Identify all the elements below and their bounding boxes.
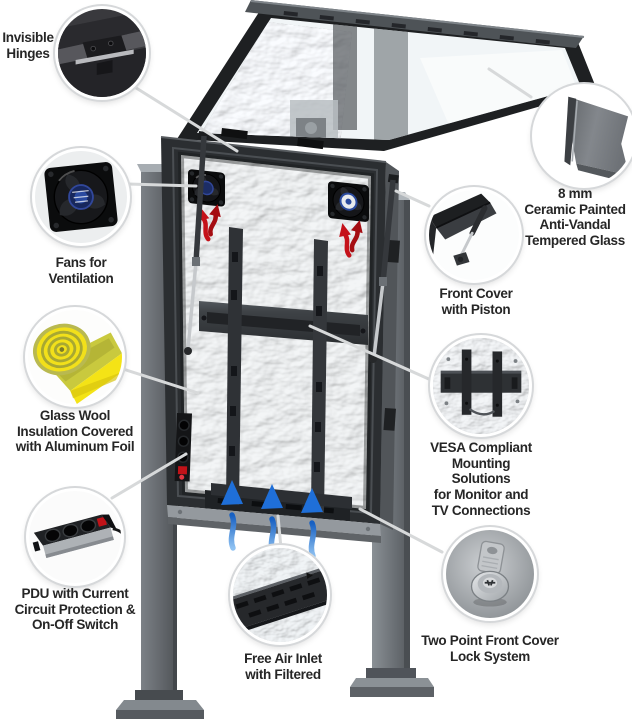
leader-line bbox=[126, 182, 198, 188]
hinge-bracket bbox=[297, 138, 324, 150]
label-line: Insulation Covered bbox=[16, 423, 134, 439]
leader-line bbox=[487, 67, 533, 99]
label-line: Circuit Protection & bbox=[14, 601, 136, 617]
label-line: Lock System bbox=[450, 648, 530, 664]
hinge-bracket bbox=[221, 128, 248, 140]
leader-line bbox=[131, 84, 239, 153]
label-lock: Two Point Front Cover Lock System bbox=[415, 633, 565, 664]
label-vesa: VESA Compliant Mounting Solutions for Mo… bbox=[421, 440, 541, 518]
label-line: Two Point Front Cover bbox=[421, 633, 559, 648]
callout-vesa-circle bbox=[430, 335, 532, 437]
label-line: PDU with Current bbox=[21, 586, 129, 601]
label-line: Ceramic Painted bbox=[524, 201, 626, 217]
callout-hinges-circle bbox=[55, 6, 149, 100]
label-line: with Filtered bbox=[245, 666, 321, 682]
top-vent-cap bbox=[245, 0, 585, 48]
leader-line bbox=[110, 452, 188, 500]
label-pdu: PDU with Current Circuit Protection & On… bbox=[0, 586, 150, 633]
ventilation-fan-icon bbox=[35, 151, 127, 243]
pdu-unit bbox=[174, 412, 192, 482]
label-air-inlet: Free Air Inlet with Filtered bbox=[220, 651, 346, 682]
callout-glasswool-circle bbox=[25, 307, 125, 407]
label-line: Ventilation bbox=[48, 270, 114, 286]
tempered-glass-icon bbox=[535, 87, 632, 185]
callout-pdu-circle bbox=[26, 488, 124, 586]
callout-airinlet-circle bbox=[230, 545, 330, 645]
label-line: Glass Wool bbox=[39, 408, 111, 423]
label-line: Hinges bbox=[6, 45, 50, 61]
label-line: Anti-Vandal bbox=[539, 217, 611, 233]
callout-glass8mm-circle bbox=[532, 84, 632, 188]
piston-right bbox=[369, 174, 399, 363]
label-tempered-glass: 8 mm Ceramic Painted Anti-Vandal Tempere… bbox=[518, 186, 632, 249]
leader-line bbox=[276, 514, 283, 550]
label-line: Tempered Glass bbox=[525, 232, 625, 248]
vesa-mount-icon bbox=[433, 338, 529, 434]
label-line: Front Cover bbox=[439, 286, 513, 301]
leader-lines bbox=[110, 67, 533, 554]
vesa-mount bbox=[199, 227, 368, 513]
piston-left bbox=[184, 131, 209, 355]
invisible-hinges-icon bbox=[58, 9, 146, 97]
pdu-icon bbox=[29, 491, 121, 583]
callout-lock-circle bbox=[443, 527, 537, 621]
label-line: 8 mm bbox=[557, 186, 593, 201]
label-line: Free Air Inlet bbox=[244, 651, 322, 666]
label-line: with Aluminum Foil bbox=[15, 439, 135, 455]
front-cover-piston-icon bbox=[429, 190, 519, 280]
callout-piston-circle bbox=[426, 187, 522, 283]
label-line: Mounting Solutions bbox=[451, 455, 511, 487]
lock-icon bbox=[446, 530, 534, 618]
fan-right bbox=[328, 181, 369, 222]
label-fans: Fans for Ventilation bbox=[21, 255, 141, 286]
label-line: On-Off Switch bbox=[31, 617, 119, 633]
label-invisible-hinges: Invisible Hinges bbox=[0, 30, 58, 61]
label-line: for Monitor and bbox=[433, 486, 529, 502]
glass-wool-icon bbox=[28, 310, 122, 404]
label-line: Fans for bbox=[55, 255, 107, 270]
label-line: with Piston bbox=[441, 301, 511, 317]
air-inlet-icon bbox=[233, 548, 327, 642]
label-front-cover-piston: Front Cover with Piston bbox=[424, 286, 528, 317]
fan-left bbox=[188, 169, 225, 207]
leader-line bbox=[394, 189, 431, 208]
blue-airflow-arrows bbox=[221, 480, 323, 559]
label-line: TV Connections bbox=[431, 502, 531, 518]
label-line: VESA Compliant bbox=[430, 440, 532, 455]
label-glass-wool: Glass Wool Insulation Covered with Alumi… bbox=[0, 408, 150, 455]
leader-line bbox=[358, 507, 444, 554]
front-cover-open bbox=[177, 0, 597, 151]
leader-line bbox=[308, 324, 433, 382]
leader-line bbox=[121, 367, 200, 395]
callout-fans-circle bbox=[32, 148, 130, 246]
label-line: Invisible bbox=[2, 30, 54, 45]
vesa-rail-right bbox=[311, 239, 328, 513]
glass-reflections bbox=[200, 20, 576, 140]
